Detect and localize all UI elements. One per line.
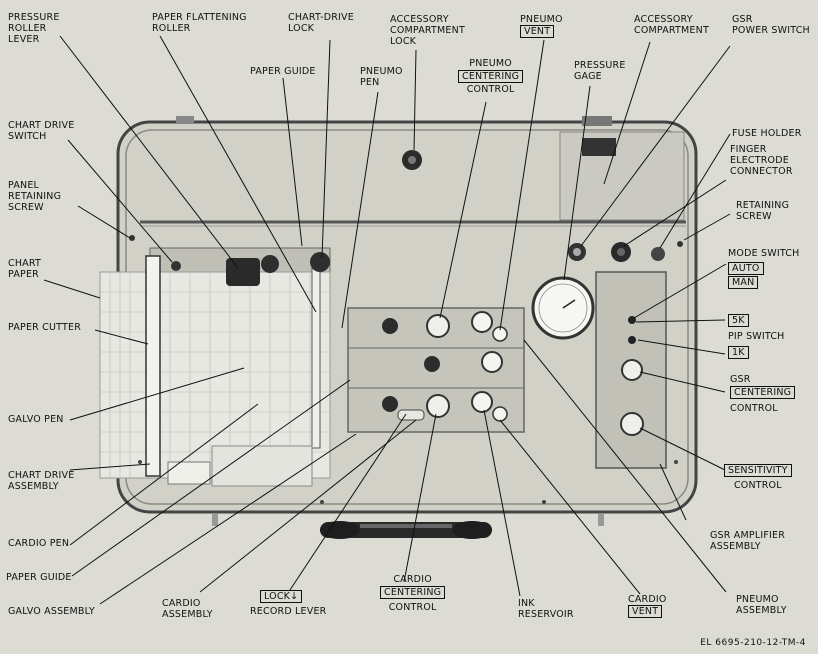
label-lock-record-lever: LOCK↓RECORD LEVER (250, 590, 327, 617)
label-paper-guide-top: PAPER GUIDE (250, 66, 316, 77)
leader-lines (43, 35, 731, 605)
label-paper-cutter: PAPER CUTTER (8, 322, 82, 333)
cardio-centering-knob (426, 394, 450, 418)
pneumo-centering-knob (426, 314, 450, 338)
paper-guide-bar (311, 261, 321, 449)
chart-drive-lock (310, 252, 330, 272)
label-fuse-holder: FUSE HOLDER (732, 128, 802, 139)
hinge-left (176, 116, 194, 124)
paper-cutter-bar (145, 255, 161, 477)
cardio-pen-knob (382, 396, 398, 412)
chart-drive-switch (171, 261, 181, 271)
record-lever (397, 409, 425, 421)
label-pip-switch: 5K PIP SWITCH 1K (728, 314, 785, 359)
cardio-vent-small (492, 406, 508, 422)
accessory-compartment-plate (582, 138, 616, 156)
galvo-knob-white (481, 351, 503, 373)
compartment-lock-knob-center (408, 156, 416, 164)
gsr-centering-knob (621, 359, 643, 381)
chart-paper (99, 271, 331, 479)
pneumo-vent-knob (471, 311, 493, 333)
paper-guide-block (211, 445, 313, 487)
ink-reservoir-knob (471, 391, 493, 413)
label-cardio-pen: CARDIO PEN (8, 538, 70, 549)
galvo-pen-knob (424, 356, 440, 372)
flattening-roller (261, 255, 279, 273)
label-paper-guide-bottom: PAPER GUIDE (6, 572, 72, 583)
pressure-roller-lever (226, 258, 260, 286)
label-galvo-pen: GALVO PEN (8, 414, 64, 425)
finger-electrode-connector-center (617, 248, 625, 256)
fuse-holder (651, 247, 665, 261)
gsr-power-switch-ring (573, 248, 581, 256)
pneumo-pen-knob (382, 318, 398, 334)
chart-drive-block (167, 461, 211, 485)
panel-retaining-screw (129, 235, 135, 241)
label-galvo-assembly: GALVO ASSEMBLY (8, 606, 95, 617)
figure-code: EL 6695-210-12-TM-4 (700, 638, 806, 648)
hinge-right (582, 116, 612, 126)
retaining-screw-right (677, 241, 683, 247)
accessory-compartment-panel (559, 131, 685, 221)
sensitivity-knob (620, 412, 644, 436)
label-mode-switch: MODE SWITCH AUTO MAN (728, 248, 800, 289)
pip-switch (628, 336, 636, 344)
